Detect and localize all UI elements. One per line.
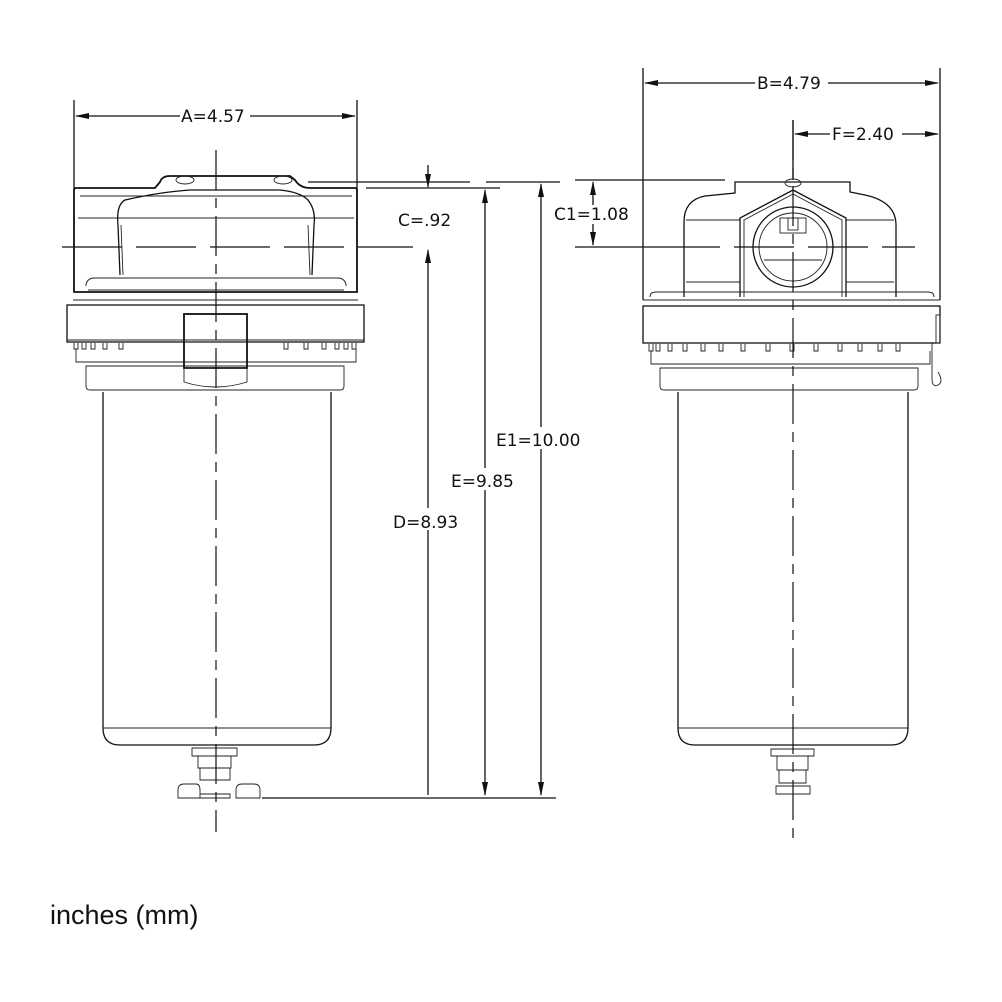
front-view: A=4.57 [62,100,587,832]
dimension-e1-label: E1=10.00 [496,431,580,451]
side-view: B=4.79 F=2.40 C1=1.08 [554,68,942,838]
dimension-a-label: A=4.57 [181,107,245,127]
dimension-e-label: E=9.85 [451,472,514,492]
dimension-d-label: D=8.93 [393,513,458,533]
units-label: inches (mm) [50,900,199,930]
dimension-c-label: C=.92 [398,211,451,231]
dimension-f-label: F=2.40 [832,125,894,145]
dimension-b-label: B=4.79 [757,74,821,94]
dimension-c1-label: C1=1.08 [554,205,629,225]
